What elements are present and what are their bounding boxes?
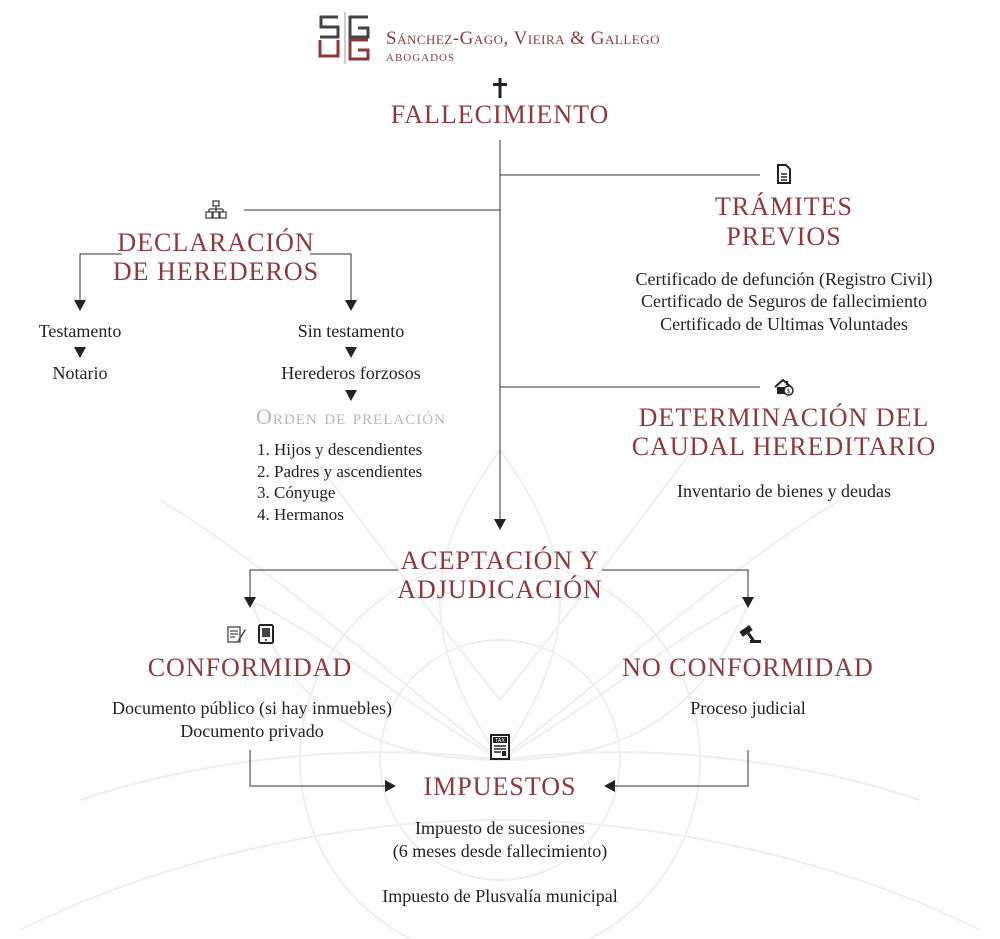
document-icon xyxy=(777,164,791,184)
testamento-label: Testamento xyxy=(38,321,122,341)
tax-document-icon: TAX xyxy=(490,734,510,760)
orden-prelacion-title: Orden de prelación xyxy=(256,404,446,429)
tramites-title-line1: TRÁMITES xyxy=(715,192,853,221)
impuestos-line-1: Impuesto de sucesiones xyxy=(415,818,585,838)
svg-text:$: $ xyxy=(787,388,791,395)
conformidad-item-2: Documento privado xyxy=(180,721,324,741)
impuestos-title: IMPUESTOS xyxy=(423,772,577,801)
caudal-title-line2: CAUDAL HEREDITARIO xyxy=(631,432,937,461)
contract-sign-icon xyxy=(227,626,246,643)
no-conformidad-text: Proceso judicial xyxy=(690,698,806,718)
brand-name: Sánchez-Gago, Vieira & Gallego xyxy=(386,28,661,49)
declaracion-title-line2: DE HEREDEROS xyxy=(112,257,320,286)
tramites-item-3: Certificado de Ultimas Voluntades xyxy=(660,314,908,334)
orden-item: 3. Cónyuge xyxy=(257,483,336,502)
aceptacion-title-line1: ACEPTACIÓN Y xyxy=(400,546,600,575)
declaracion-title-line1: DECLARACIÓN xyxy=(117,228,315,257)
impuestos-line-2: (6 meses desde fallecimiento) xyxy=(392,841,608,861)
logo-monogram-icon xyxy=(318,12,370,64)
cross-icon xyxy=(493,78,507,98)
tablet-icon xyxy=(258,624,274,644)
org-chart-icon xyxy=(205,200,227,219)
tramites-item-1: Certificado de defunción (Registro Civil… xyxy=(635,269,933,289)
gavel-icon xyxy=(739,625,761,643)
herederos-forzosos-label: Herederos forzosos xyxy=(281,363,421,383)
sin-testamento-label: Sin testamento xyxy=(297,321,405,341)
brand-subtitle: ABOGADOS xyxy=(386,52,456,64)
orden-item: 1. Hijos y descendientes xyxy=(257,440,423,459)
caudal-title-line1: DETERMINACIÓN DEL xyxy=(638,403,930,432)
orden-item: 2. Padres y ascendientes xyxy=(257,461,423,481)
conformidad-title: CONFORMIDAD xyxy=(147,653,353,682)
orden-item: 4. Hermanos xyxy=(257,504,344,524)
aceptacion-title-line2: ADJUDICACIÓN xyxy=(397,575,603,604)
caudal-text: Inventario de bienes y deudas xyxy=(677,481,891,501)
tramites-item-2: Certificado de Seguros de fallecimiento xyxy=(641,291,927,311)
conformidad-item-1: Documento público (si hay inmuebles) xyxy=(112,698,392,718)
impuestos-line-3: Impuesto de Plusvalía municipal xyxy=(382,886,618,906)
tramites-title-line2: PREVIOS xyxy=(726,222,842,251)
house-money-icon: $ xyxy=(774,378,794,396)
orden-prelacion-list: 1. Hijos y descendientes 2. Padres y asc… xyxy=(257,439,422,525)
tax-icon-label: TAX xyxy=(494,738,505,744)
notario-label: Notario xyxy=(52,363,108,383)
root-title: FALLECIMIENTO xyxy=(390,100,610,129)
no-conformidad-title: NO CONFORMIDAD xyxy=(622,653,874,682)
